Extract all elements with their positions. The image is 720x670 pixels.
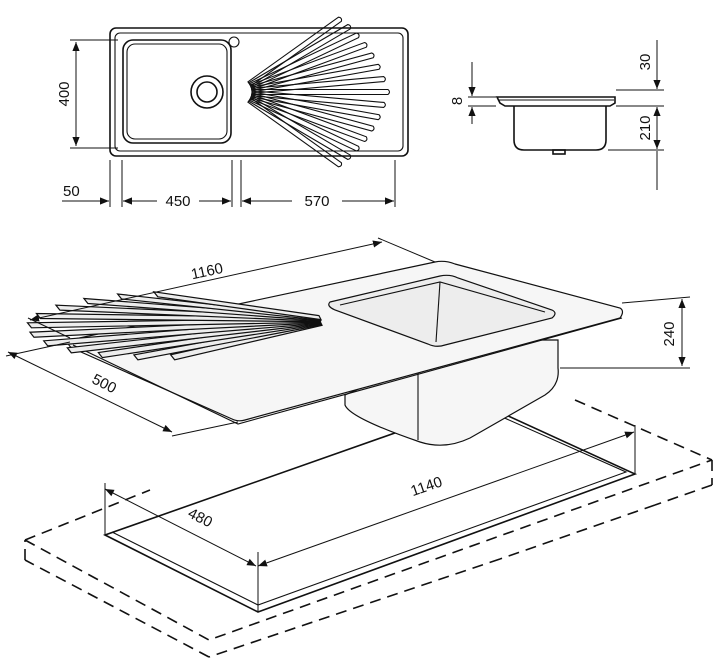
dim-margin: 50: [63, 183, 80, 200]
drainer-rib: [251, 90, 386, 109]
drainer-rib: [250, 63, 381, 93]
side-view: 8 30 210: [449, 40, 664, 190]
sink-section: [495, 96, 616, 107]
tap-hole-plan: [228, 36, 240, 48]
drainer-rib: [250, 91, 381, 121]
drainer-rib: [251, 88, 391, 96]
cutout-outline: [102, 402, 638, 613]
bowl-plan: [122, 39, 232, 144]
drainer-rib: [248, 32, 360, 89]
dim-drainer-width: 570: [304, 193, 329, 210]
dim-depth: 210: [637, 115, 654, 140]
drainer-rib: [247, 97, 343, 168]
drainer-rib: [247, 16, 343, 87]
drainer-rib: [251, 75, 386, 94]
drainer-rib: [249, 93, 368, 143]
drainer-rib: [249, 41, 368, 91]
perspective-sink: 1160 500 240: [5, 237, 691, 446]
countertop: [24, 399, 713, 658]
dim-cutout-length: 1140: [409, 473, 445, 500]
dim-bowl-width: 450: [165, 193, 190, 210]
drainer-rib: [248, 95, 360, 152]
drainer-rib: [250, 92, 375, 132]
dim-total-height: 240: [661, 321, 678, 346]
dim-total-length: 1160: [190, 260, 225, 283]
sink-outline-plan: [109, 27, 409, 157]
dim-flange: 8: [449, 97, 466, 105]
dim-cutout-width: 480: [185, 505, 215, 532]
drainer-rib: [248, 96, 352, 160]
dim-plan-height: 400: [56, 81, 73, 106]
drainer-rib: [250, 52, 375, 92]
drainer-ribs-plan: [247, 16, 391, 168]
drainer-rib: [248, 24, 352, 88]
top-view: 400 50 450 570: [56, 16, 409, 210]
cutout-dimensions: 1140 480: [104, 425, 636, 612]
dim-top-height: 30: [637, 54, 654, 71]
drain-plan: [190, 75, 224, 109]
